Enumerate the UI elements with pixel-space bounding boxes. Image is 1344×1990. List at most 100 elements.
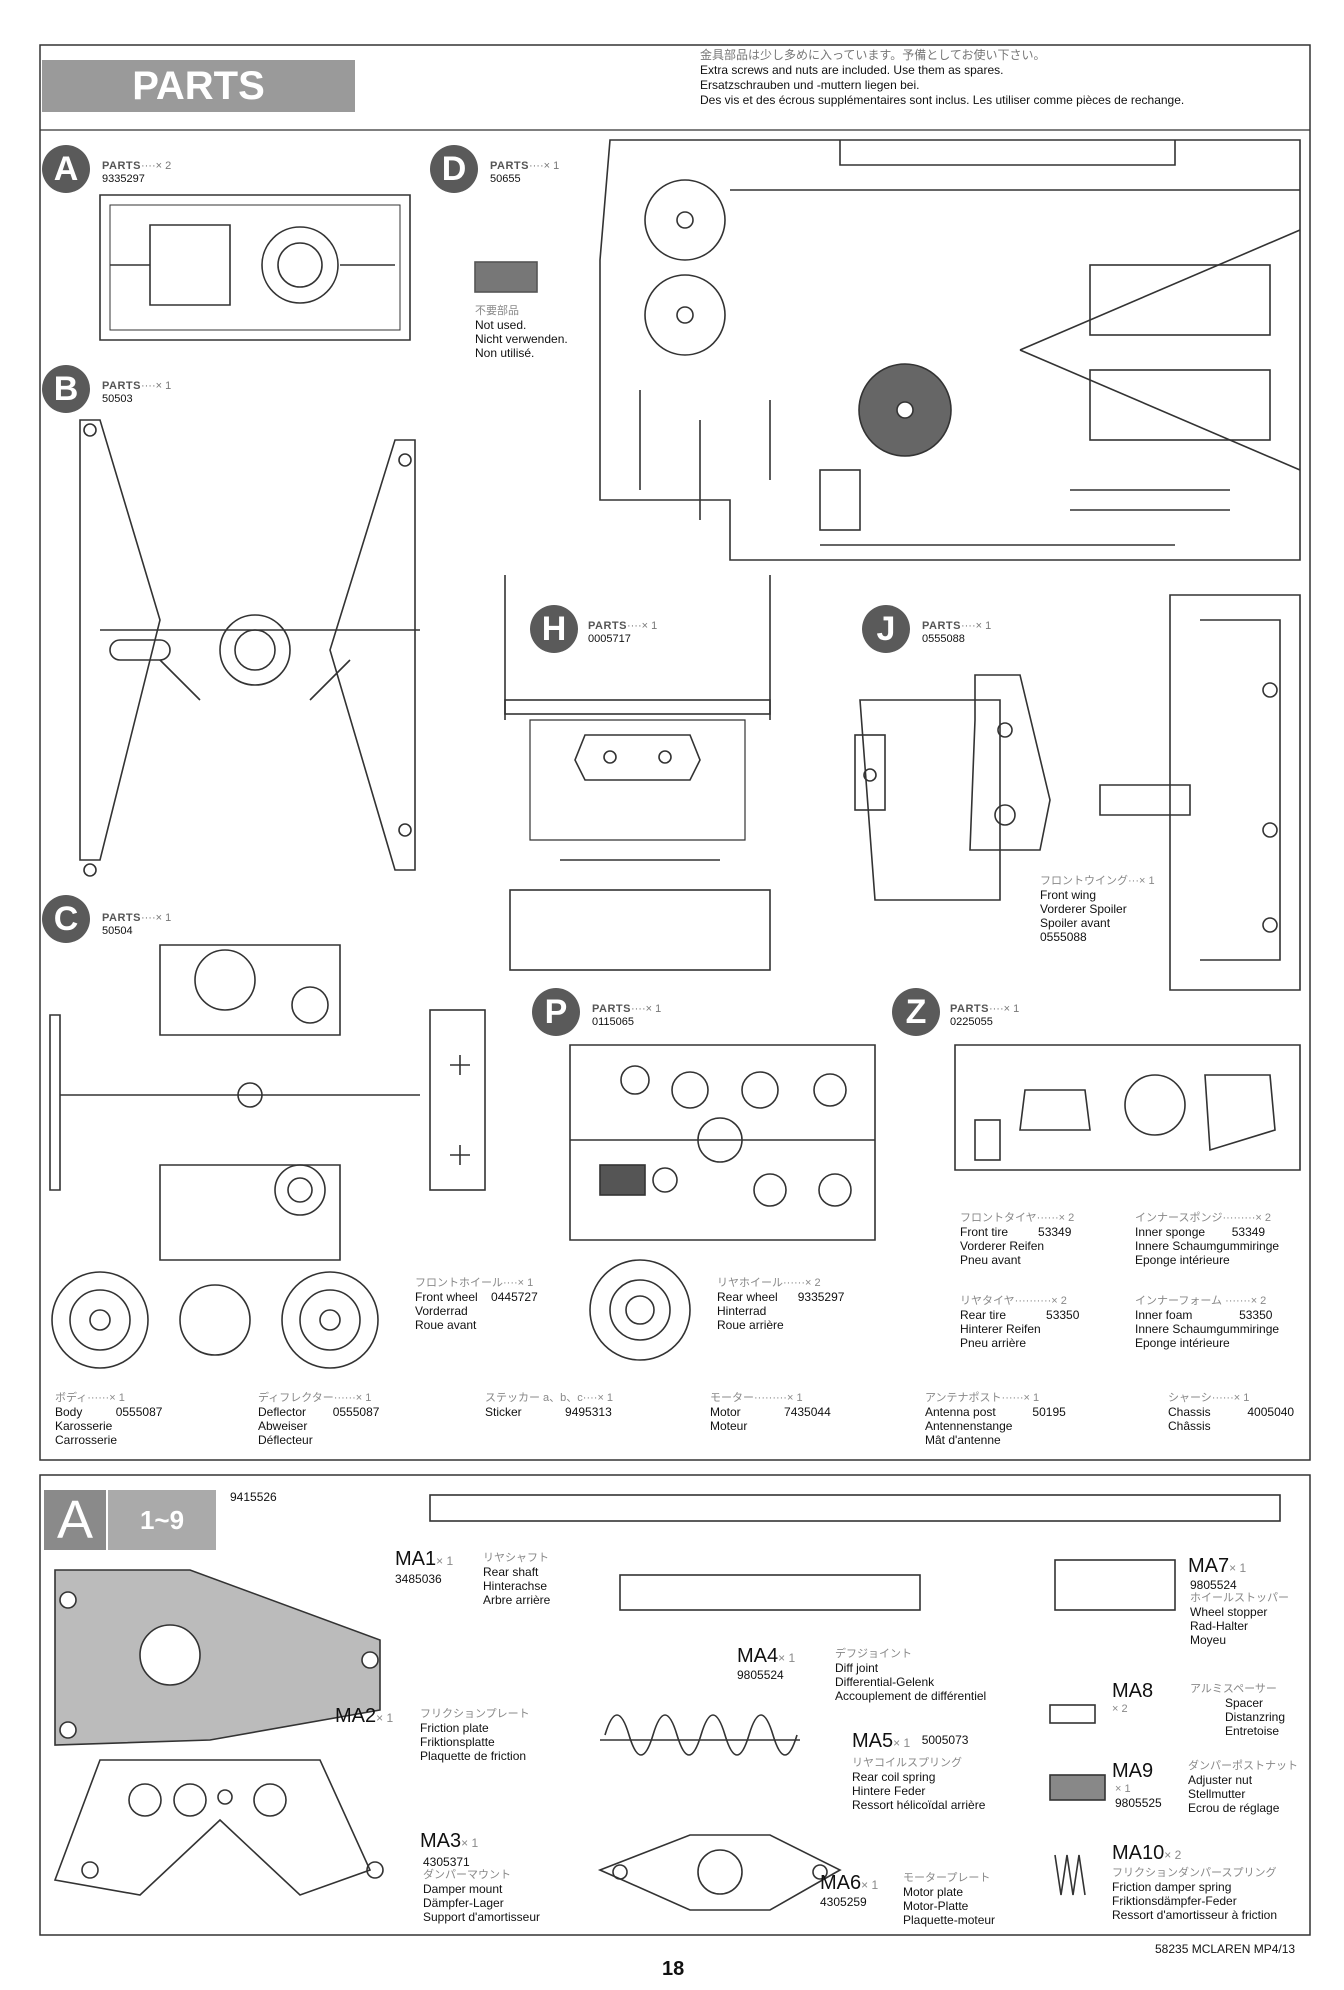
ma3-qty: × 1 <box>461 1836 479 1850</box>
front-tire-jp: フロントタイヤ······× 2 <box>960 1212 1075 1224</box>
front-tire-fr: Pneu avant <box>960 1253 1021 1267</box>
motor-name: Motor <box>710 1405 741 1419</box>
motor-fr: Moteur <box>710 1419 748 1433</box>
ma6-qty: × 1 <box>861 1878 879 1892</box>
ma5-desc: リヤコイルスプリング Rear coil spring Hintere Fede… <box>852 1757 985 1812</box>
tree-d-drawing <box>599 139 1301 561</box>
badge-d: D <box>430 145 478 193</box>
ma9-meta: × 1 9805525 <box>1115 1783 1162 1810</box>
bag-code: 9415526 <box>230 1490 277 1504</box>
ma2-de: Friktionsplatte <box>420 1735 495 1749</box>
note-fr: Des vis et des écrous supplémentaires so… <box>700 93 1185 107</box>
tree-b-drawing <box>79 419 420 877</box>
inner-foam-label: インナーフォーム ·······× 2 Inner foam 53350 Inn… <box>1135 1295 1279 1350</box>
rear-wheel-label: リヤホイール······× 2 Rear wheel 9335297 Hinte… <box>717 1277 844 1332</box>
tree-a-drawing <box>99 194 411 341</box>
parts-title-bar: PARTS <box>42 60 355 112</box>
front-wing-drawing <box>1099 594 1301 991</box>
badge-h: H <box>530 605 578 653</box>
front-wing-fr: Spoiler avant <box>1040 916 1111 930</box>
ma9-desc: ダンパーポストナット Adjuster nut Stellmutter Ecro… <box>1188 1760 1298 1815</box>
antenna-code: 50195 <box>1032 1405 1066 1419</box>
tree-c-drawing <box>49 944 486 1261</box>
ma2-desc: フリクションプレート Friction plate Friktionsplatt… <box>420 1708 530 1763</box>
ma4-desc: デフジョイント Diff joint Differential-Gelenk A… <box>835 1648 986 1703</box>
ma4-label: MA4× 1 <box>737 1645 795 1669</box>
parts-count: ····× 1 <box>630 1003 662 1015</box>
parts-code: 9335297 <box>102 173 145 185</box>
ma1-id: MA1 <box>395 1548 437 1570</box>
inner-sponge-name: Inner sponge <box>1135 1225 1206 1239</box>
parts-label: PARTS <box>102 912 141 924</box>
tree-j-drawing <box>854 674 1051 901</box>
ma3-desc: 4305371 ダンパーマウント Damper mount Dämpfer-La… <box>423 1855 540 1924</box>
ma8-label: MA8 <box>1112 1680 1153 1702</box>
parts-label: PARTS <box>102 160 141 172</box>
ma7-qty: × 1 <box>1229 1561 1247 1575</box>
bag-range-text: 1~9 <box>139 1505 185 1535</box>
spares-notes: 金具部品は少し多めに入っています。予備としてお使い下さい。 Extra scre… <box>700 48 1184 108</box>
ma3-label: MA3× 1 <box>420 1830 478 1854</box>
front-wing-label: フロントウイング···× 1 Front wing Vorderer Spoil… <box>1040 875 1155 944</box>
sticker-name: Sticker <box>485 1405 522 1419</box>
body-name: Body <box>55 1405 83 1419</box>
not-used-fr: Non utilisé. <box>475 346 535 360</box>
ma10-id: MA10 <box>1112 1842 1165 1864</box>
ma10-de: Friktionsdämpfer-Feder <box>1112 1894 1237 1908</box>
ma10-label: MA10× 2 <box>1112 1842 1181 1866</box>
ma9-id: MA9 <box>1112 1760 1154 1782</box>
inner-foam-name: Inner foam <box>1135 1308 1193 1322</box>
ma2-en: Friction plate <box>420 1721 489 1735</box>
parts-label: PARTS <box>588 620 627 632</box>
ma1-en: Rear shaft <box>483 1565 539 1579</box>
ma1-fr: Arbre arrière <box>483 1593 551 1607</box>
note-jp: 金具部品は少し多めに入っています。予備としてお使い下さい。 <box>700 48 1046 62</box>
tree-d-header: PARTS····× 1 50655 <box>490 160 559 186</box>
deflector-de: Abweiser <box>258 1419 308 1433</box>
ma9-jp: ダンパーポストナット <box>1188 1760 1298 1772</box>
parts-code: 0005717 <box>588 633 631 645</box>
inner-sponge-code: 53349 <box>1231 1225 1266 1239</box>
ma7-jp: ホイールストッパー <box>1190 1592 1289 1604</box>
badge-j: J <box>862 605 910 653</box>
inner-foam-de: Innere Schaumgummiringe <box>1135 1322 1280 1336</box>
deflector-jp: ディフレクター······× 1 <box>258 1392 372 1404</box>
antenna-jp: アンテナポスト······× 1 <box>925 1392 1040 1404</box>
badge-p: P <box>532 988 580 1036</box>
ma4-fr: Accouplement de différentiel <box>835 1689 987 1703</box>
front-wheel-de: Vorderrad <box>415 1304 468 1318</box>
ma8-jp: アルミスペーサー <box>1190 1683 1277 1695</box>
rear-wheel-code: 9335297 <box>797 1290 845 1304</box>
ma1-desc: リヤシャフト Rear shaft Hinterachse Arbre arri… <box>483 1552 550 1607</box>
bag-a-drawing <box>53 1494 1281 1911</box>
parts-count: ····× 1 <box>626 620 658 632</box>
chassis-code: 4005040 <box>1247 1405 1295 1419</box>
ma5-de: Hintere Feder <box>852 1784 926 1798</box>
ma5-id: MA5 <box>852 1730 894 1752</box>
badge-z: Z <box>892 988 940 1036</box>
bag-a-label: A <box>44 1490 106 1550</box>
ma9-de: Stellmutter <box>1188 1787 1246 1801</box>
parts-label: PARTS <box>922 620 961 632</box>
ma6-de: Motor-Platte <box>903 1899 969 1913</box>
ma5-label: MA5× 1 5005073 <box>852 1730 968 1754</box>
ma8-desc: アルミスペーサー Spacer Distanzring Entretoise <box>1190 1683 1285 1738</box>
ma5-code: 5005073 <box>921 1733 969 1747</box>
note-en: Extra screws and nuts are included. Use … <box>700 63 1004 77</box>
parts-count: ····× 1 <box>140 912 172 924</box>
ma1-de: Hinterachse <box>483 1579 548 1593</box>
front-wing-code: 0555088 <box>1040 930 1087 944</box>
front-tire-label: フロントタイヤ······× 2 Front tire 53349 Vorder… <box>960 1212 1074 1267</box>
ma4-de: Differential-Gelenk <box>835 1675 935 1689</box>
ma9-en: Adjuster nut <box>1188 1773 1253 1787</box>
model-name: 58235 MCLAREN MP4/13 <box>1155 1942 1296 1956</box>
ma7-desc: 9805524 ホイールストッパー Wheel stopper Rad-Halt… <box>1190 1578 1289 1647</box>
badge-a: A <box>42 145 90 193</box>
ma6-code: 4305259 <box>820 1895 867 1909</box>
front-tire-de: Vorderer Reifen <box>960 1239 1045 1253</box>
parts-count: ····× 1 <box>528 160 560 172</box>
chassis-de: Châssis <box>1168 1419 1211 1433</box>
ma3-jp: ダンパーマウント <box>423 1869 511 1881</box>
ma9-code: 9805525 <box>1115 1796 1162 1810</box>
ma6-label: MA6× 1 <box>820 1872 878 1896</box>
